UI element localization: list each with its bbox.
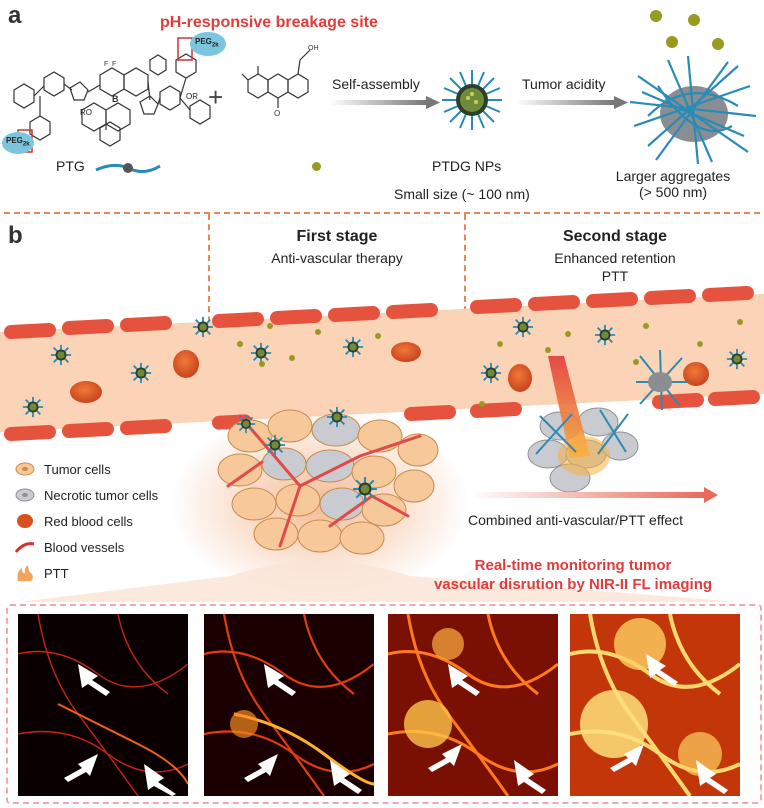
arrow-right-icon bbox=[330, 96, 440, 110]
svg-text:OH: OH bbox=[308, 45, 319, 52]
flame-icon bbox=[14, 564, 36, 582]
ptdg-nps-label: PTDG NPs bbox=[432, 158, 501, 174]
second-stage-subtitle-1: Enhanced retention bbox=[470, 250, 760, 266]
small-molecule-structure: O OH bbox=[238, 40, 328, 120]
svg-text:O: O bbox=[274, 109, 280, 118]
panel-divider bbox=[4, 212, 760, 214]
larger-aggregate-icon bbox=[628, 56, 758, 166]
second-stage-title: Second stage bbox=[470, 228, 760, 246]
necrotic-cell-icon bbox=[14, 486, 36, 504]
monitoring-caption: Real-time monitoring tumor vascular disr… bbox=[388, 556, 758, 594]
blood-vessel-icon bbox=[14, 538, 36, 556]
second-stage-subtitle-2: PTT bbox=[470, 268, 760, 284]
ptg-polymer-icon bbox=[94, 158, 164, 178]
svg-text:F: F bbox=[112, 61, 116, 68]
nir-fl-image-2 bbox=[204, 614, 374, 796]
small-particle-icon bbox=[312, 162, 321, 171]
panel-label-a: a bbox=[8, 2, 21, 30]
larger-aggregates-label: Larger aggregates (> 500 nm) bbox=[598, 168, 748, 200]
legend-item-red-blood-cells: Red blood cells bbox=[14, 512, 133, 530]
self-assembly-label: Self-assembly bbox=[332, 76, 420, 92]
red-blood-cell-icon bbox=[14, 512, 36, 530]
tumor-acidity-label: Tumor acidity bbox=[522, 76, 606, 92]
plus-sign: + bbox=[208, 82, 223, 113]
legend-item-tumor-cells: Tumor cells bbox=[14, 460, 111, 478]
panel-label-b: b bbox=[8, 222, 23, 250]
arrow-right-icon bbox=[516, 96, 628, 110]
small-particle-icon bbox=[666, 36, 678, 48]
small-particle-icon bbox=[712, 38, 724, 50]
ptdg-nanoparticle-icon bbox=[440, 68, 504, 132]
legend-item-blood-vessels: Blood vessels bbox=[14, 538, 124, 556]
combined-effect-label: Combined anti-vascular/PTT effect bbox=[468, 512, 683, 528]
nir-fl-image-1 bbox=[18, 614, 188, 796]
small-particle-icon bbox=[650, 10, 662, 22]
svg-text:F: F bbox=[104, 61, 108, 68]
small-particle-icon bbox=[688, 14, 700, 26]
ptg-label: PTG bbox=[56, 158, 85, 174]
peg-bottom-label: PEG2k bbox=[6, 136, 30, 148]
or-label-top: OR bbox=[186, 92, 198, 101]
legend-item-necrotic-cells: Necrotic tumor cells bbox=[14, 486, 158, 504]
nir-fl-image-3 bbox=[388, 614, 558, 796]
first-stage-subtitle: Anti-vascular therapy bbox=[212, 250, 462, 266]
tumor-cell-icon bbox=[14, 460, 36, 478]
small-size-label: Small size (~ 100 nm) bbox=[394, 186, 530, 202]
legend-item-ptt: PTT bbox=[14, 564, 69, 582]
ro-label-bottom: RO bbox=[80, 108, 92, 117]
svg-text:B: B bbox=[112, 94, 119, 104]
peg-top-label: PEG2k bbox=[195, 37, 219, 49]
first-stage-title: First stage bbox=[212, 228, 462, 246]
nir-fl-image-4 bbox=[570, 614, 740, 796]
